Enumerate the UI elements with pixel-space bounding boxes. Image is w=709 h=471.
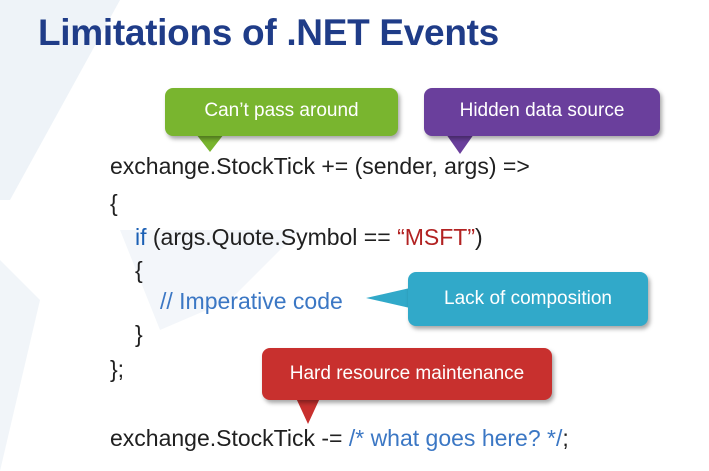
- code-line-2: {: [110, 190, 118, 216]
- code-question-comment: /* what goes here? */: [348, 425, 563, 451]
- code-condition: (args.Quote.Symbol ==: [146, 224, 398, 250]
- code-line-7: };: [110, 356, 125, 382]
- code-line-6: }: [135, 321, 143, 347]
- if-keyword: if: [135, 224, 147, 250]
- code-line-1: exchange.StockTick += (sender, args) =>: [110, 153, 530, 179]
- callout-hidden-data-source: Hidden data source: [424, 88, 660, 136]
- code-close-paren: ): [475, 224, 483, 250]
- code-unsubscribe: exchange.StockTick -=: [110, 425, 349, 451]
- callout-hard-resource-maintenance: Hard resource maintenance: [262, 348, 552, 400]
- code-line-8: exchange.StockTick -= /* what goes here?…: [110, 424, 569, 452]
- code-comment: // Imperative code: [160, 288, 343, 314]
- callout-lack-of-composition: Lack of composition: [408, 272, 648, 326]
- callout-tail-red: [296, 398, 320, 424]
- callout-tail-green: [196, 134, 224, 152]
- code-semicolon: ;: [562, 425, 569, 451]
- code-line-3: if (args.Quote.Symbol == “MSFT”): [135, 223, 483, 251]
- callout-cant-pass-around: Can’t pass around: [165, 88, 398, 136]
- code-string-literal: “MSFT”: [397, 224, 475, 250]
- callout-tail-purple: [446, 134, 474, 154]
- callout-tail-teal: [366, 288, 410, 308]
- code-line-4: {: [135, 257, 143, 283]
- slide-title: Limitations of .NET Events: [38, 12, 499, 53]
